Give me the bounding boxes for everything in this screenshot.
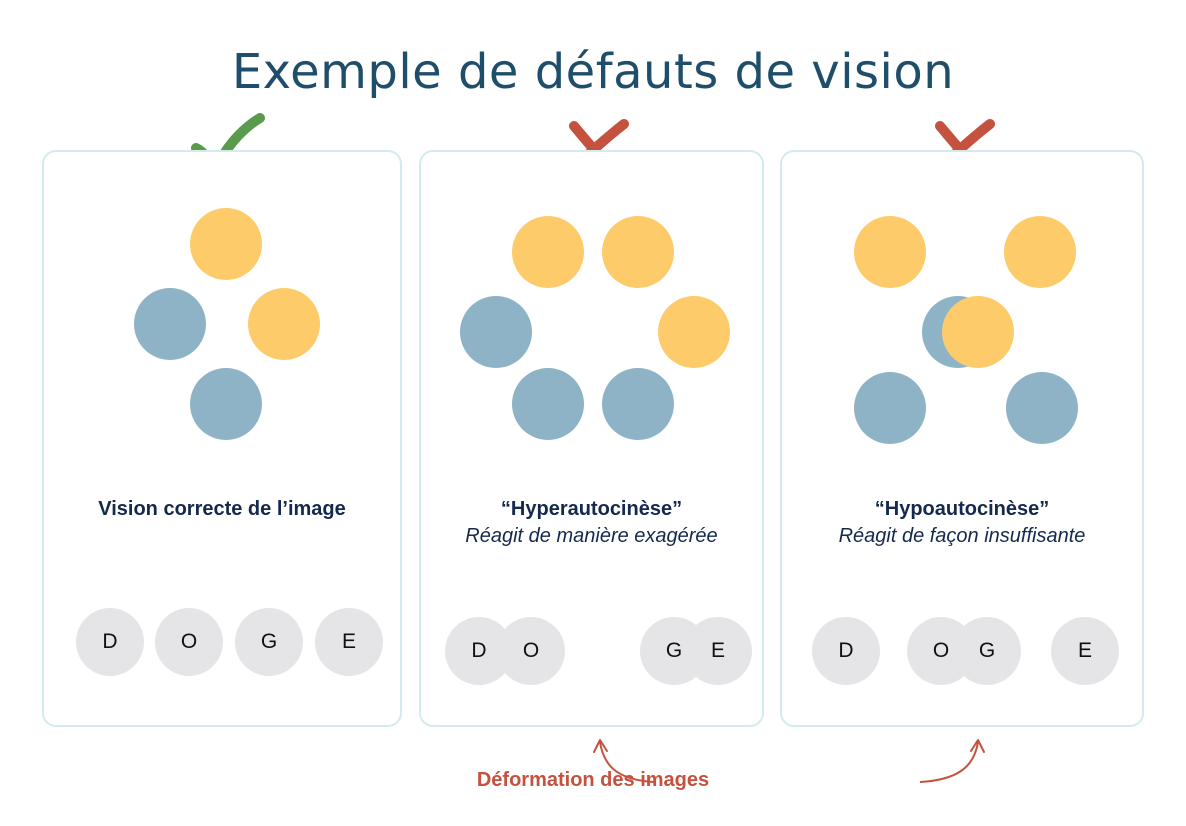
panel-hypoautocinese: “Hypoautocinèse” Réagit de façon insuffi…: [780, 150, 1144, 727]
caption: Vision correcte de l’image: [44, 498, 400, 521]
yellow-circle: [602, 216, 674, 288]
letter-bubble: D: [445, 617, 513, 685]
caption: “Hyperautocinèse” Réagit de manière exag…: [421, 498, 762, 548]
letter-label: E: [341, 630, 356, 653]
yellow-circle: [190, 208, 262, 280]
right-arrowhead: [970, 739, 985, 753]
letter-bubble: D: [812, 617, 880, 685]
caption-title: “Hyperautocinèse”: [500, 498, 683, 520]
deformation-label: Déformation des images: [476, 769, 710, 791]
letter-bubble: E: [1051, 617, 1119, 685]
letter-bubble: D: [76, 608, 144, 676]
left-arrowhead: [593, 739, 608, 753]
letter-label: G: [665, 639, 683, 662]
caption-subtitle: Réagit de façon insuffisante: [838, 525, 1086, 547]
letter-label: E: [710, 639, 725, 662]
letter-label: G: [978, 639, 996, 662]
yellow-circle: [1004, 216, 1076, 288]
blue-circle: [190, 368, 262, 440]
yellow-circle: [248, 288, 320, 360]
letter-bubble: E: [315, 608, 383, 676]
yellow-circle: [512, 216, 584, 288]
letter-bubble: E: [684, 617, 752, 685]
blue-circle: [460, 296, 532, 368]
letter-label: D: [838, 639, 854, 662]
yellow-circle: [854, 216, 926, 288]
letter-label: D: [102, 630, 118, 653]
panel-hyperautocinese: “Hyperautocinèse” Réagit de manière exag…: [419, 150, 764, 727]
blue-circle: [1006, 372, 1078, 444]
letter-bubble: O: [497, 617, 565, 685]
letter-bubble: G: [953, 617, 1021, 685]
page-title: Exemple de défauts de vision: [231, 44, 955, 100]
letter-label: E: [1077, 639, 1092, 662]
letter-label: O: [522, 639, 540, 662]
blue-circle: [854, 372, 926, 444]
letter-label: O: [932, 639, 950, 662]
yellow-circle: [658, 296, 730, 368]
blue-circle: [134, 288, 206, 360]
caption-title: “Hypoautocinèse”: [874, 498, 1050, 520]
letter-label: D: [471, 639, 487, 662]
blue-circle: [602, 368, 674, 440]
caption-title: Vision correcte de l’image: [98, 498, 346, 520]
panel-correct-vision: Vision correcte de l’image D O G E: [42, 150, 402, 727]
blue-circle: [512, 368, 584, 440]
letter-bubble: G: [235, 608, 303, 676]
yellow-circle: [942, 296, 1014, 368]
letter-bubble: O: [155, 608, 223, 676]
caption: “Hypoautocinèse” Réagit de façon insuffi…: [782, 498, 1142, 548]
letter-label: G: [260, 630, 278, 653]
letter-label: O: [180, 630, 198, 653]
caption-subtitle: Réagit de manière exagérée: [465, 525, 718, 547]
